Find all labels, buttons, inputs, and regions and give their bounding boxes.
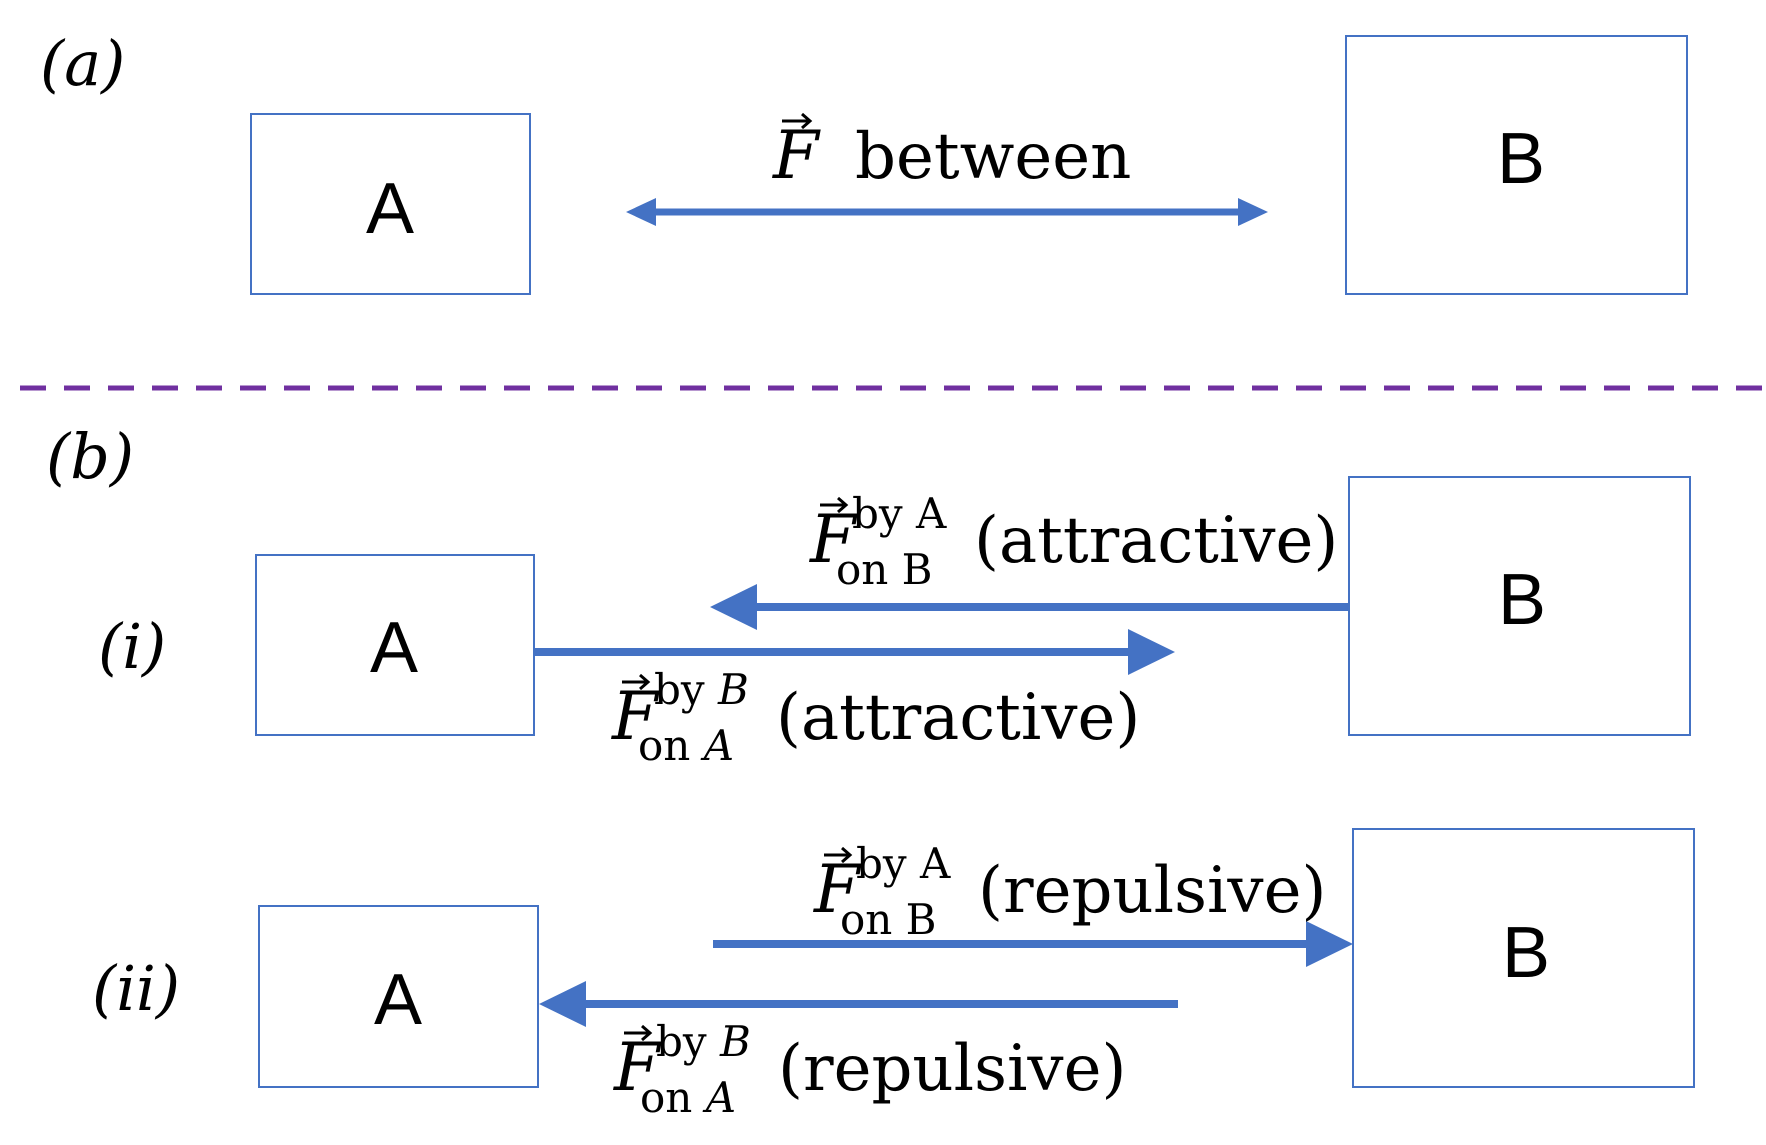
force-symbol: F (611, 678, 660, 755)
vector-arrow-icon (622, 673, 651, 691)
vector-arrow-icon (820, 496, 849, 514)
label-force-on-b-attractive: F by A on B (attractive) (809, 489, 1338, 594)
box-a-section-a: A (250, 113, 531, 295)
subscript-on: on A (640, 1073, 736, 1122)
vector-arrow-icon (624, 1024, 653, 1042)
arrow-force-on-a-attractive (534, 629, 1175, 675)
label-force-on-a-attractive: F by B on A (attractive) (611, 665, 1140, 770)
force-between-text: between (855, 120, 1131, 194)
box-b-label: B (1502, 913, 1550, 993)
case-i-label: (i) (98, 610, 166, 683)
force-symbol: F (613, 1029, 662, 1106)
case-ii-label: (ii) (92, 952, 180, 1025)
box-a-case-i: A (255, 554, 535, 736)
superscript-by: by B (656, 1017, 751, 1066)
box-a-label: A (370, 608, 418, 688)
box-b-case-ii: B (1352, 828, 1695, 1088)
force-between-label: F between (772, 112, 1131, 194)
section-b-label: (b) (46, 420, 134, 493)
force-type-text: (attractive) (776, 681, 1140, 755)
box-b-label: B (1497, 119, 1545, 199)
vector-arrow-icon (782, 112, 813, 130)
label-force-on-b-repulsive: F by A on B (repulsive) (813, 839, 1326, 944)
superscript-by: by B (654, 665, 749, 714)
box-b-case-i: B (1348, 476, 1691, 736)
arrow-force-on-b-attractive (710, 584, 1349, 630)
label-force-on-a-repulsive: F by B on A (repulsive) (613, 1017, 1126, 1122)
force-type-text: (repulsive) (778, 1032, 1126, 1106)
force-type-text: (repulsive) (978, 854, 1326, 928)
force-between-arrow (626, 198, 1268, 226)
subscript-on: on B (836, 545, 933, 594)
arrow-force-on-a-repulsive (539, 981, 1178, 1027)
force-symbol: F (772, 117, 821, 194)
superscript-by: by A (852, 489, 947, 538)
box-b-section-a: B (1345, 35, 1688, 295)
box-a-label: A (366, 169, 414, 249)
vector-arrow-icon (824, 846, 853, 864)
force-symbol: F (813, 851, 862, 928)
subscript-on: on B (840, 895, 937, 944)
box-a-label: A (374, 960, 422, 1040)
force-type-text: (attractive) (974, 504, 1338, 578)
box-a-case-ii: A (258, 905, 539, 1088)
force-symbol: F (809, 501, 858, 578)
subscript-on: on A (638, 721, 734, 770)
arrow-force-on-b-repulsive (713, 921, 1353, 967)
superscript-by: by A (856, 839, 951, 888)
section-a-label: (a) (40, 27, 125, 100)
box-b-label: B (1498, 560, 1546, 640)
